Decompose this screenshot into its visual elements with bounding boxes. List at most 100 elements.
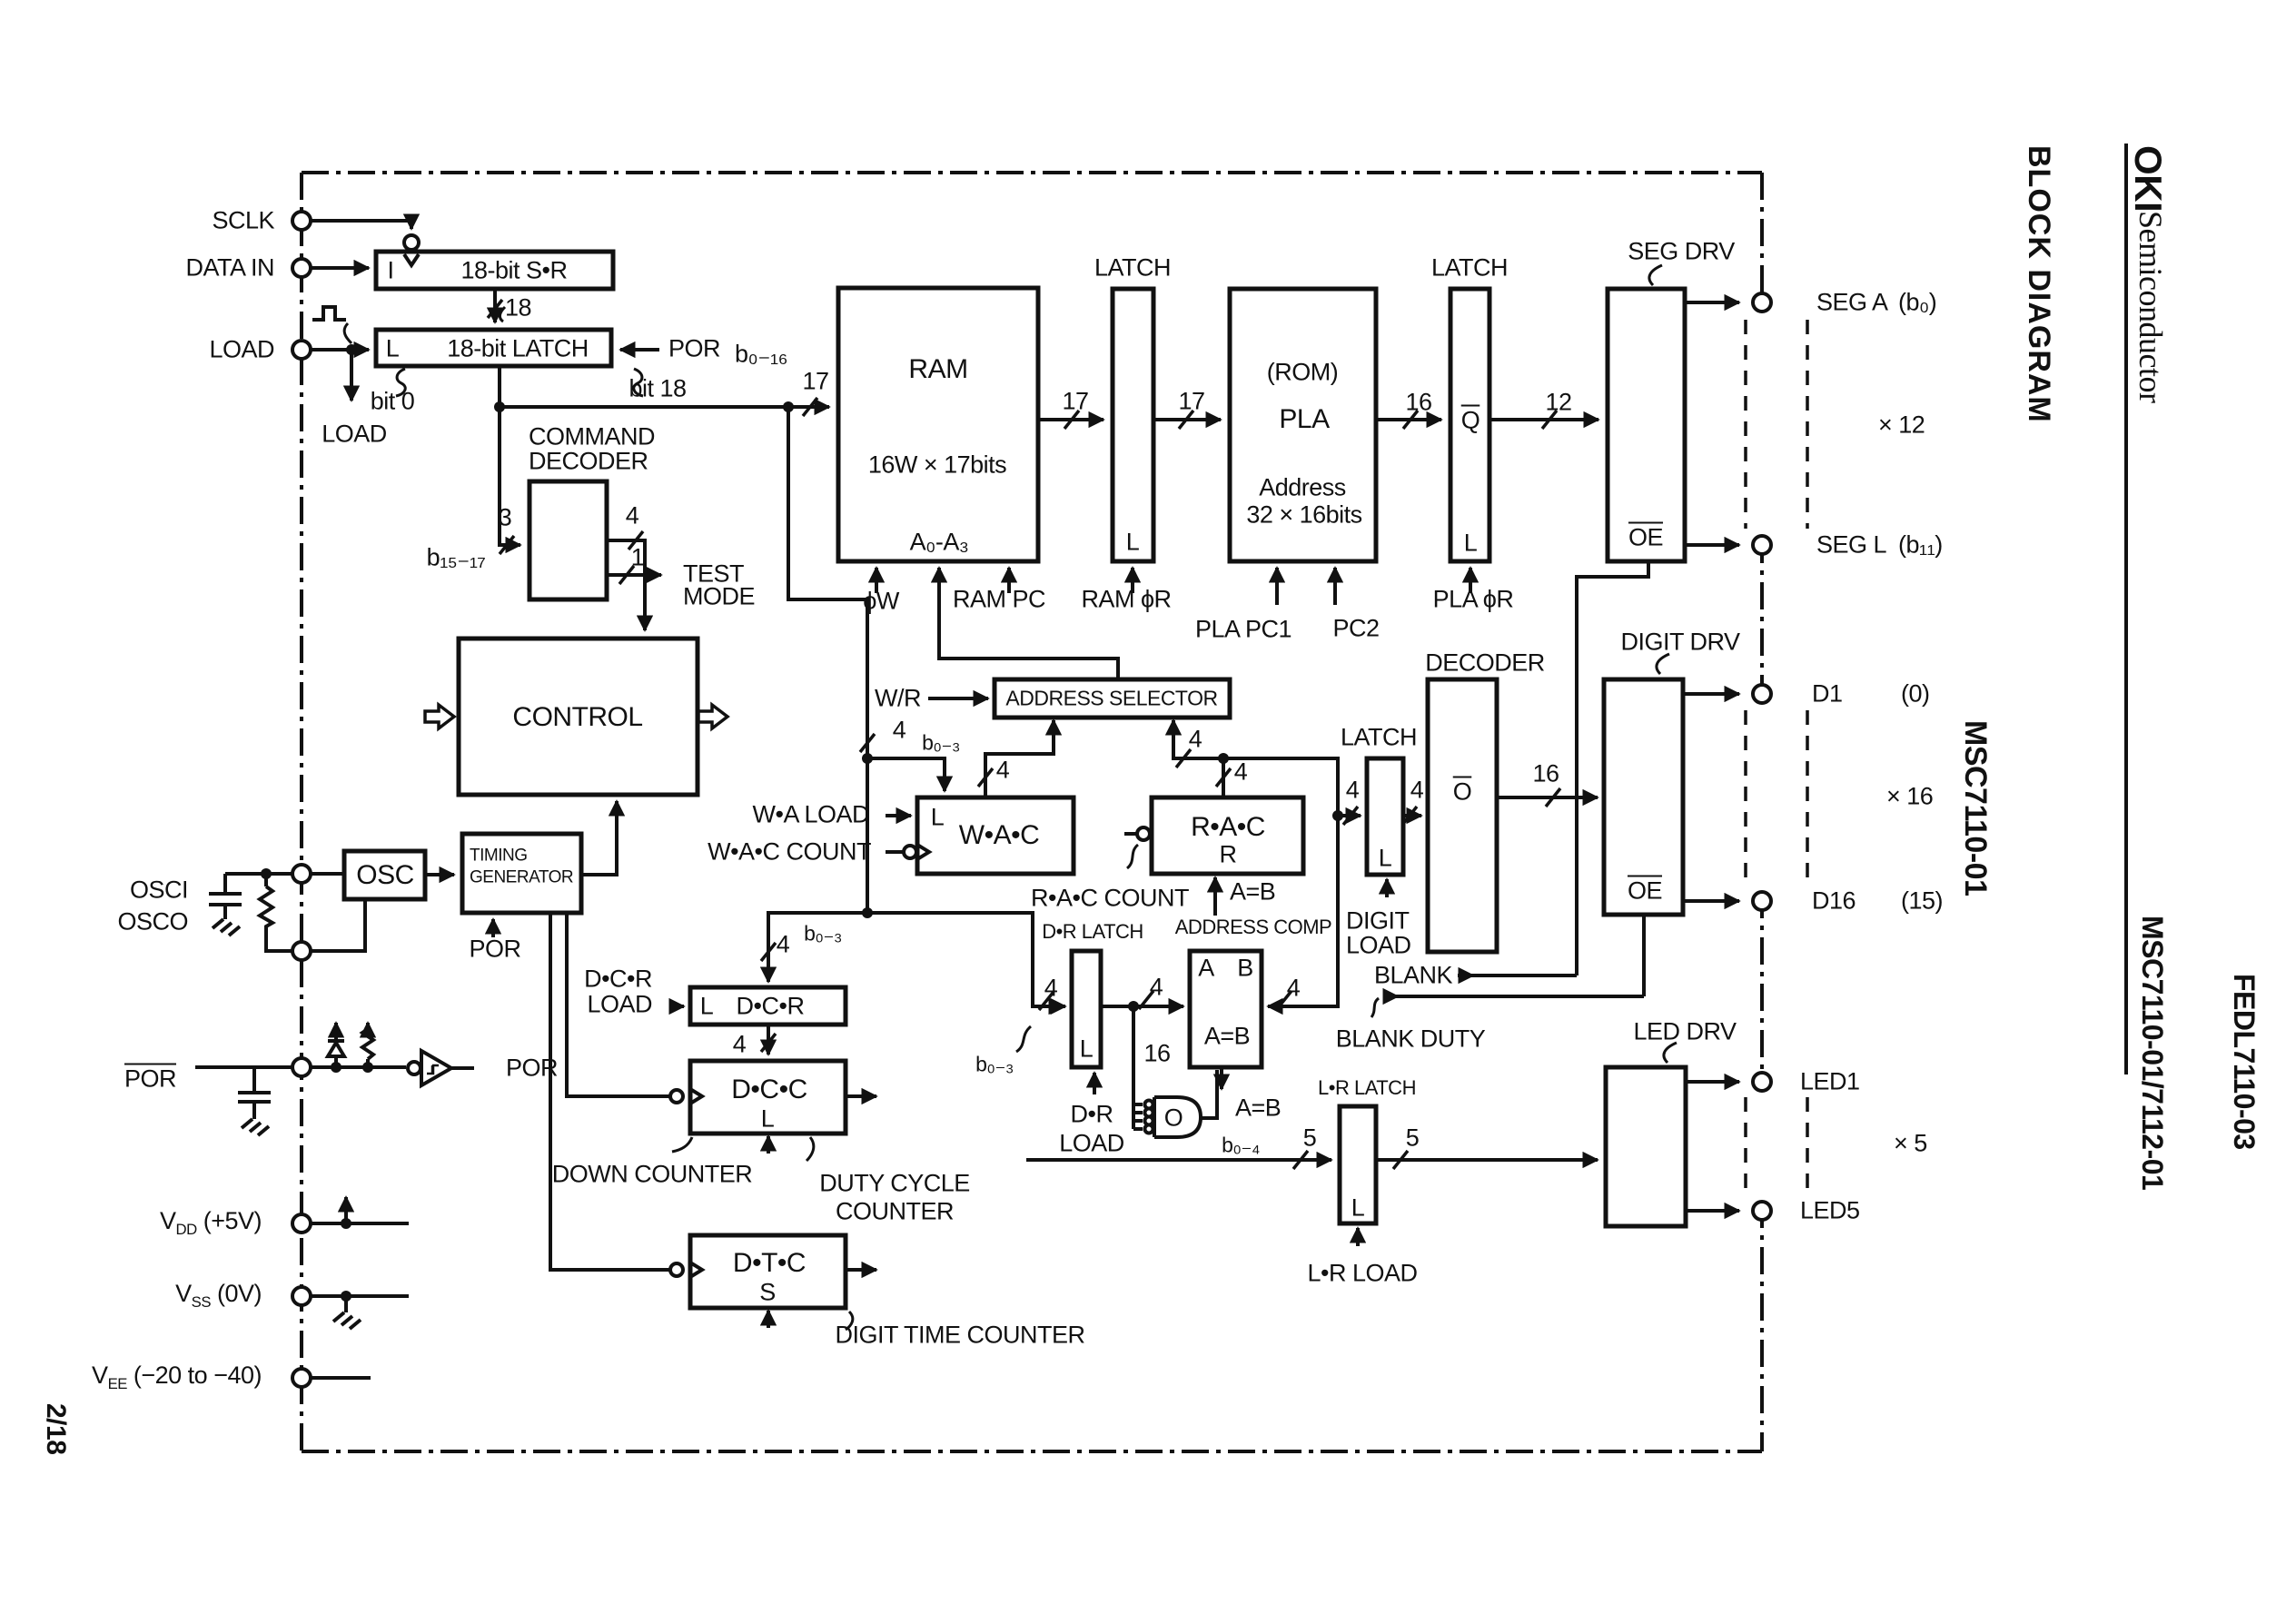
label-comp-b: B [1237, 954, 1253, 982]
address-comp-box [1187, 948, 1264, 1070]
label-n4-dcr: 4 [776, 930, 790, 958]
digit-drv-box [1601, 677, 1686, 917]
label-sr-input: I [387, 256, 394, 284]
label-control: CONTROL [512, 702, 643, 732]
ground-icon [240, 1117, 271, 1137]
pin-vdd [291, 1213, 312, 1234]
vee-sub: EE [107, 1375, 128, 1393]
label-b04: b₀₋₄ [1222, 1133, 1260, 1157]
pin-por [291, 1056, 312, 1078]
seg-drv-box [1605, 286, 1687, 564]
label-digit-drv: DIGIT DRV [1620, 628, 1740, 656]
label-latch18: 18-bit LATCH [447, 334, 589, 362]
inverter-icon [406, 1047, 456, 1089]
label-decoder: DECODER [1425, 649, 1545, 677]
pin-ellipsis-dashes [1744, 320, 1809, 1194]
label-por-out: POR [506, 1054, 559, 1082]
label-blank-duty: BLANK DUTY [1335, 1025, 1486, 1053]
label-data-in: DATA IN [185, 253, 274, 282]
pin-osci [291, 863, 312, 885]
rac-box [1149, 795, 1306, 876]
vss-v: V [175, 1280, 192, 1308]
label-oki-logo: OKI [2127, 145, 2170, 213]
address-selector-box [992, 677, 1232, 720]
label-timing: TIMING [470, 846, 528, 866]
label-load-internal: LOAD [322, 420, 387, 448]
label-dtc-s: S [759, 1278, 776, 1306]
label-load-pin: LOAD [209, 335, 274, 363]
label-n4-dr-in: 4 [1044, 974, 1058, 1002]
label-pc2: PC2 [1332, 614, 1380, 642]
label-block-diagram: BLOCK DIAGRAM [2022, 145, 2056, 423]
vss-rest: (0V) [210, 1280, 262, 1308]
label-part-mid: MSC7110-01 [1958, 720, 1993, 896]
label-dcr: D•C•R [736, 992, 805, 1020]
label-digit: DIGIT [1346, 906, 1410, 935]
label-n4-dr-out: 4 [1149, 973, 1163, 1001]
label-dtc: D•T•C [732, 1248, 807, 1278]
label-down-counter: DOWN COUNTER [551, 1160, 753, 1188]
label-dr: D•R [1070, 1100, 1113, 1128]
label-osco: OSCO [117, 907, 188, 936]
pin-vee [291, 1367, 312, 1389]
decoder-box [1425, 677, 1499, 955]
label-dr-load: LOAD [1059, 1129, 1124, 1157]
label-part-bottom: MSC7110-01/7112-01 [2136, 916, 2169, 1191]
label-rac-r: R [1219, 840, 1238, 868]
label-ram-size: 16W × 17bits [867, 451, 1007, 479]
bus-arrow-icon [423, 701, 730, 732]
chip-boundary [300, 171, 1764, 1453]
control-box [456, 636, 700, 797]
label-rac: R•A•C [1191, 812, 1265, 842]
command-decoder-box [527, 479, 609, 602]
label-lr-latch-l: L [1351, 1193, 1365, 1222]
latch18-box [373, 327, 614, 369]
label-pla-size: 32 × 16bits [1246, 500, 1362, 529]
label-n17-a: 17 [1062, 387, 1089, 415]
label-digit-time-counter: DIGIT TIME COUNTER [835, 1321, 1085, 1349]
label-pla-pc1: PLA PC1 [1194, 615, 1292, 643]
label-seg-a: SEG A [1816, 288, 1888, 316]
label-d1-idx: (0) [1901, 679, 1930, 708]
label-seg-l-bit: (b₁₁) [1898, 530, 1943, 559]
pin-d1 [1751, 683, 1773, 705]
ground-icon [211, 917, 242, 937]
junction-dots [261, 344, 1343, 1302]
label-dcc: D•C•C [731, 1074, 807, 1104]
label-wac-l: L [930, 803, 945, 831]
ram-latch-box [1110, 286, 1156, 564]
or-gate-icon [1143, 1095, 1203, 1139]
label-led-drv: LED DRV [1633, 1017, 1737, 1045]
label-n4-wac: 4 [995, 756, 1010, 784]
label-lr-latch: L•R LATCH [1318, 1076, 1416, 1099]
vdd-rest: (+5V) [196, 1207, 262, 1235]
label-n18: 18 [505, 293, 532, 322]
pin-sclk [291, 210, 312, 232]
label-seg-a-bit: (b₀) [1898, 288, 1937, 316]
dcc-box [688, 1058, 848, 1136]
label-pla-latch-l: L [1463, 529, 1478, 557]
component-symbols [209, 233, 1203, 1331]
label-generator: GENERATOR [470, 867, 574, 887]
label-vee: VEE (−20 to −40) [92, 1363, 262, 1392]
label-blank: BLANK [1373, 961, 1453, 989]
label-pla-addr: Address [1259, 473, 1346, 501]
label-dr-latch: D•R LATCH [1042, 920, 1143, 943]
label-osc: OSC [356, 860, 414, 890]
label-bit18: bit 18 [628, 374, 687, 402]
label-por-timing: POR [469, 935, 521, 963]
vee-rest: (−20 to −40) [126, 1362, 262, 1390]
label-b03-dcr: b₀₋₃ [804, 921, 842, 946]
pin-led5 [1751, 1200, 1773, 1222]
label-latch18-l: L [385, 334, 400, 362]
label-qbar: Q [1460, 406, 1480, 434]
label-n4-comp-b: 4 [1286, 974, 1301, 1002]
ground-icon [332, 1311, 362, 1331]
label-wac-count: W•A•C COUNT [708, 837, 871, 866]
label-ram-latch-l: L [1125, 528, 1140, 556]
capacitor-icon [238, 1091, 271, 1104]
label-ram-latch: LATCH [1094, 253, 1172, 282]
label-comp-a: A [1198, 954, 1214, 982]
block-boxes [341, 249, 1688, 1311]
label-por-pin: POR [124, 1065, 177, 1093]
